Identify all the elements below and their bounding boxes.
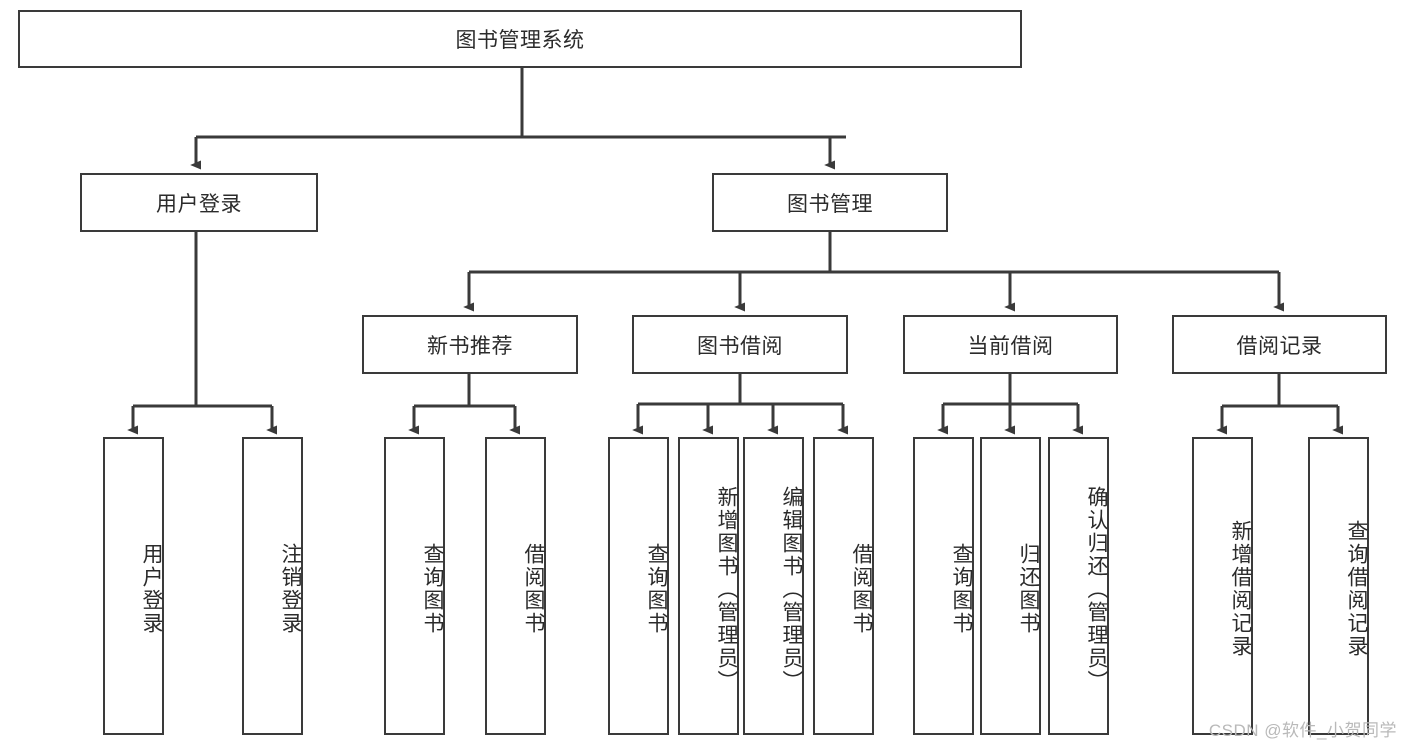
leaf-add-record-label: 新增借阅记录	[1229, 520, 1252, 658]
node-new-book-recommend[interactable]: 新书推荐	[362, 315, 578, 374]
leaf-logout-label: 注销登录	[279, 543, 302, 635]
leaf-query-book-2[interactable]: 查询图书	[608, 437, 669, 735]
leaf-query-record-label: 查询借阅记录	[1345, 520, 1368, 658]
leaf-query-book-3-label: 查询图书	[950, 543, 973, 635]
leaf-query-book-2-label: 查询图书	[645, 543, 668, 635]
leaf-return-book[interactable]: 归还图书	[980, 437, 1041, 735]
node-book-manage[interactable]: 图书管理	[712, 173, 948, 232]
leaf-borrow-book-2[interactable]: 借阅图书	[813, 437, 874, 735]
leaf-add-book[interactable]: 新增图书（管理员）	[678, 437, 739, 735]
leaf-query-book-1[interactable]: 查询图书	[384, 437, 445, 735]
leaf-logout[interactable]: 注销登录	[242, 437, 303, 735]
leaf-user-login[interactable]: 用户登录	[103, 437, 164, 735]
leaf-edit-book-label: 编辑图书（管理员）	[780, 485, 803, 693]
node-book-borrow-label: 图书借阅	[697, 334, 783, 358]
leaf-borrow-book-2-label: 借阅图书	[850, 543, 873, 635]
node-new-book-recommend-label: 新书推荐	[427, 334, 513, 358]
leaf-confirm-return[interactable]: 确认归还（管理员）	[1048, 437, 1109, 735]
node-book-borrow[interactable]: 图书借阅	[632, 315, 848, 374]
leaf-query-book-3[interactable]: 查询图书	[913, 437, 974, 735]
leaf-borrow-book-1[interactable]: 借阅图书	[485, 437, 546, 735]
node-borrow-record[interactable]: 借阅记录	[1172, 315, 1387, 374]
node-user-login-label: 用户登录	[156, 192, 242, 216]
leaf-confirm-return-label: 确认归还（管理员）	[1085, 485, 1108, 693]
node-current-borrow[interactable]: 当前借阅	[903, 315, 1118, 374]
leaf-query-book-1-label: 查询图书	[421, 543, 444, 635]
node-user-login[interactable]: 用户登录	[80, 173, 318, 232]
node-root[interactable]: 图书管理系统	[18, 10, 1022, 68]
leaf-borrow-book-1-label: 借阅图书	[522, 543, 545, 635]
leaf-query-record[interactable]: 查询借阅记录	[1308, 437, 1369, 735]
leaf-user-login-label: 用户登录	[140, 543, 163, 635]
leaf-return-book-label: 归还图书	[1017, 543, 1040, 635]
node-current-borrow-label: 当前借阅	[967, 334, 1054, 358]
leaf-add-record[interactable]: 新增借阅记录	[1192, 437, 1253, 735]
node-borrow-record-label: 借阅记录	[1236, 334, 1323, 358]
node-root-label: 图书管理系统	[455, 29, 585, 52]
csdn-watermark: CSDN @软件_小贺同学	[1208, 721, 1397, 740]
leaf-add-book-label: 新增图书（管理员）	[715, 485, 738, 693]
leaf-edit-book[interactable]: 编辑图书（管理员）	[743, 437, 804, 735]
node-book-manage-label: 图书管理	[787, 192, 873, 216]
